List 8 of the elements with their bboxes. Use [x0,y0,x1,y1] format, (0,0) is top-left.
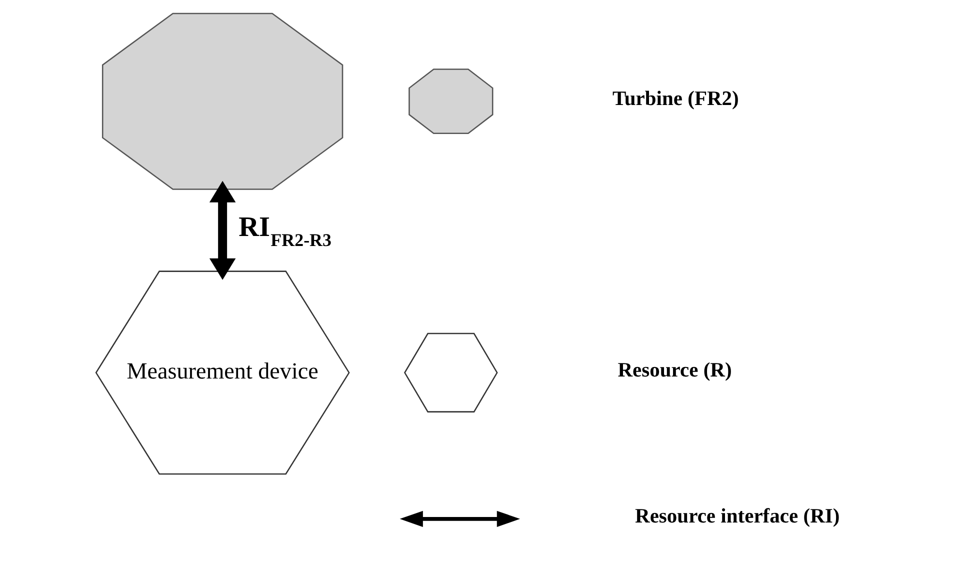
legend-label: Resource interface (RI) [635,506,840,528]
node-hexagon [404,332,498,412]
legend-label: Turbine (FR2) [612,88,739,110]
legend-label: Resource (R) [618,359,732,382]
node-octagon [102,12,344,190]
node-octagon [408,68,494,134]
arrow [209,180,236,280]
edge-label: RI$_{FR2-R3}$ [238,212,332,250]
